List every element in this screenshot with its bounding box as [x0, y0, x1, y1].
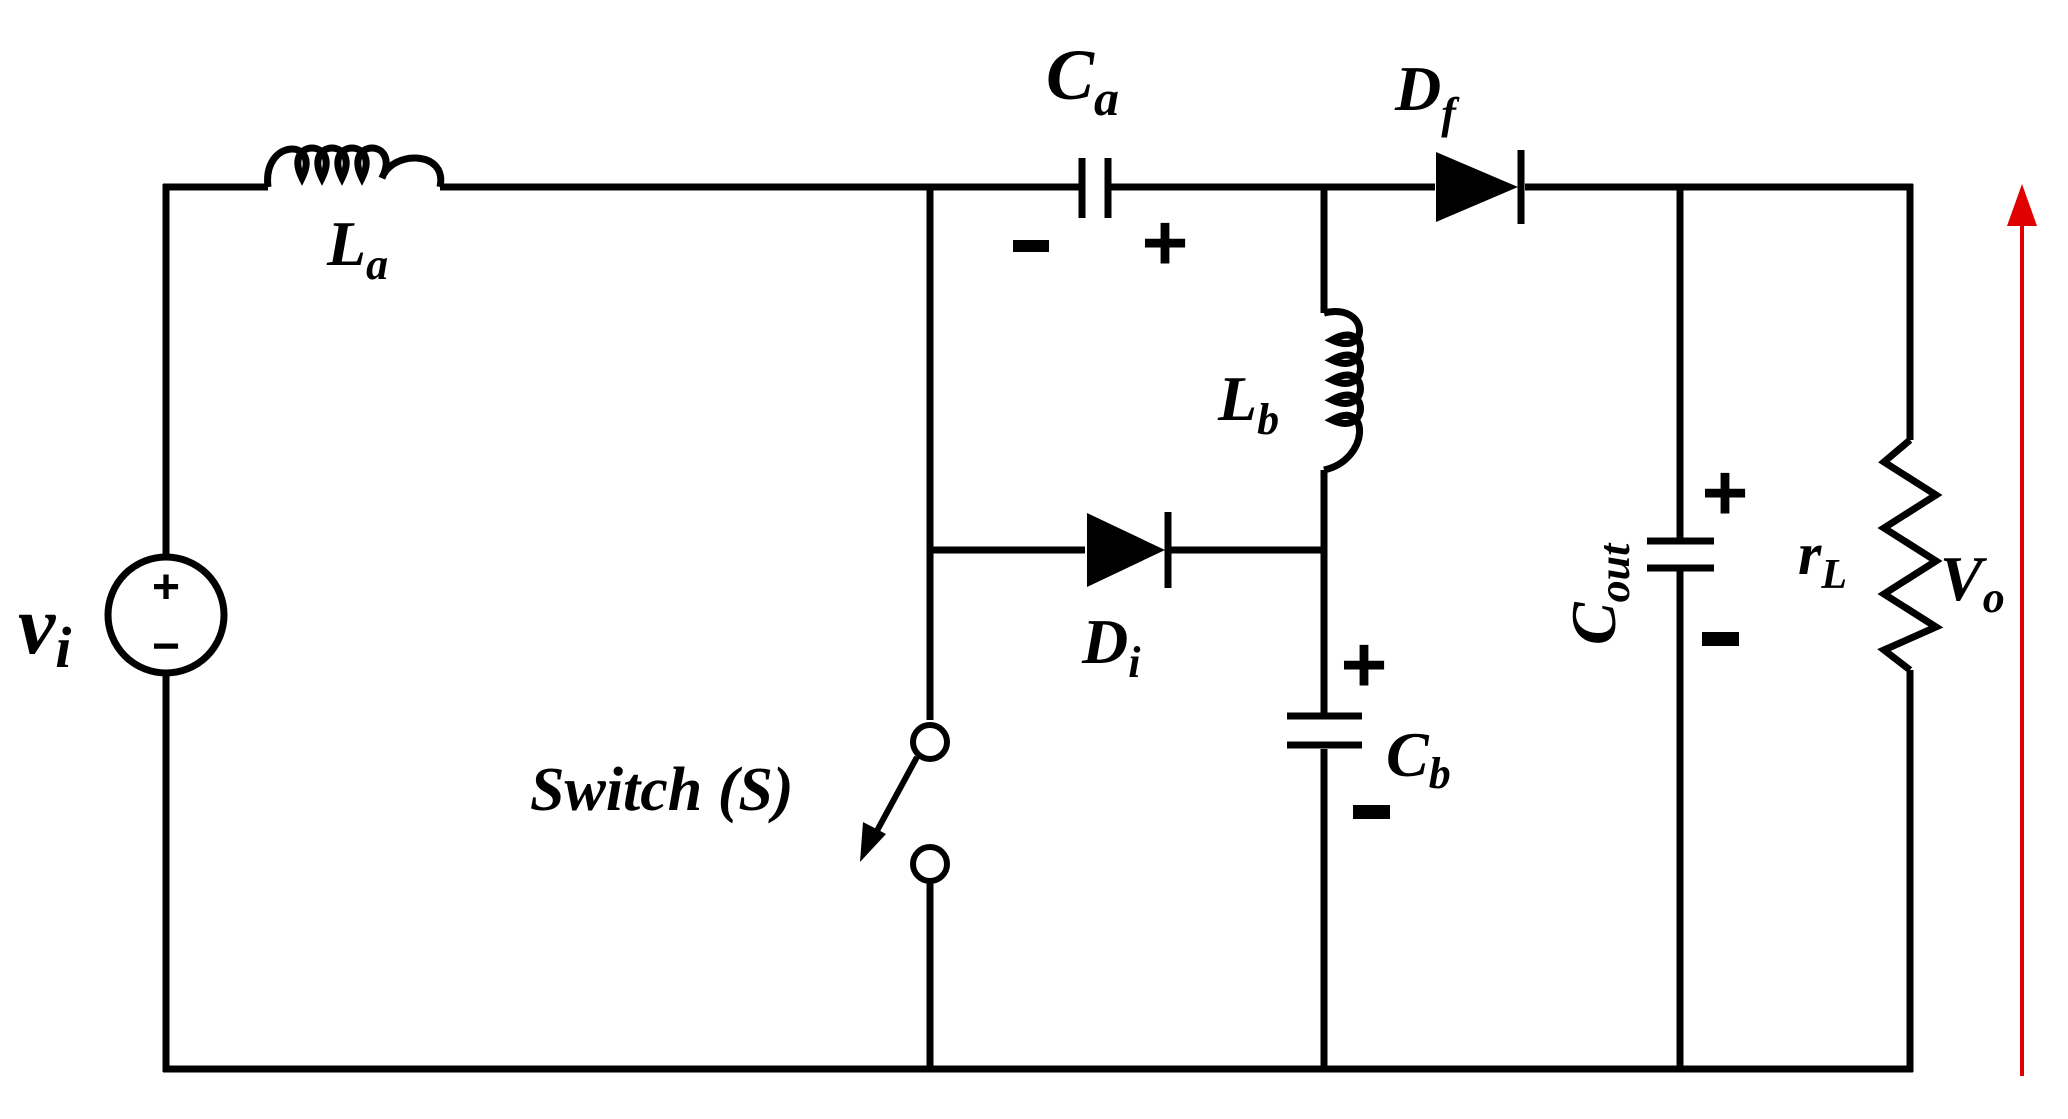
diode-di-label-main: D: [1081, 606, 1128, 677]
capacitor-cout-label: Cout: [1558, 542, 1639, 645]
inductor-lb-label-sub: b: [1257, 395, 1279, 444]
capacitor-ca: [1078, 158, 1112, 218]
capacitor-cout-minus-sign: [1702, 632, 1739, 646]
diode-df-label-main: D: [1394, 53, 1441, 124]
capacitor-cout-plus-sign: +: [1702, 448, 1749, 537]
resistor-rl-label: rL: [1798, 521, 1847, 598]
inductor-la-label: La: [326, 208, 388, 289]
diode-df-label: Df: [1394, 53, 1460, 138]
source-circle: [104, 553, 228, 677]
diode-df-label-sub: f: [1441, 89, 1460, 138]
diode-di-label-sub: i: [1128, 638, 1141, 687]
diode-di-label: Di: [1081, 606, 1141, 687]
capacitor-ca-label-main: C: [1046, 35, 1095, 115]
capacitor-cb-plus-sign: +: [1341, 620, 1388, 709]
capacitor-ca-label-sub: a: [1094, 70, 1119, 126]
diode-di: [1087, 512, 1172, 588]
resistor-rl-label-sub: L: [1820, 552, 1847, 598]
output-voltage-arrow: [2007, 184, 2037, 1076]
capacitor-ca-label: Ca: [1046, 35, 1119, 126]
capacitor-ca-minus-sign: [1013, 240, 1049, 252]
output-voltage-label: Vo: [1940, 543, 2005, 622]
inductor-la-label-sub: a: [366, 240, 388, 289]
capacitor-cout-label-main: C: [1558, 601, 1629, 645]
source-label-sub: i: [55, 615, 71, 680]
source-label-main: v: [18, 579, 57, 672]
source-label: vi: [18, 579, 71, 680]
capacitor-cb-label: Cb: [1386, 719, 1451, 798]
switch-label: Switch (S): [530, 756, 794, 824]
capacitor-cb-label-sub: b: [1429, 749, 1451, 798]
capacitor-cb-label-main: C: [1386, 719, 1430, 790]
source-minus-sign: −: [152, 620, 180, 673]
capacitor-ca-plus-sign: +: [1142, 198, 1189, 287]
voltage-source-vi: + −: [104, 553, 228, 677]
inductor-la-label-main: L: [326, 208, 366, 279]
capacitor-cb: [1287, 712, 1362, 749]
capacitor-cout-label-sub: out: [1590, 542, 1639, 602]
source-plus-sign: +: [152, 561, 180, 614]
switch-s: [860, 722, 950, 884]
inductor-lb: [1323, 308, 1364, 474]
resistor-rl: [1877, 437, 1944, 673]
output-voltage-label-sub: o: [1983, 573, 2005, 622]
resistor-rl-label-main: r: [1798, 521, 1822, 587]
diode-df: [1436, 150, 1525, 224]
output-voltage-label-main: V: [1940, 543, 1988, 614]
inductor-la: [264, 144, 445, 188]
inductor-lb-label-main: L: [1217, 363, 1257, 434]
wires: [162, 183, 1914, 1073]
inductor-lb-label: Lb: [1217, 363, 1279, 444]
capacitor-cb-minus-sign: [1353, 805, 1390, 819]
capacitor-cout: [1647, 537, 1714, 572]
